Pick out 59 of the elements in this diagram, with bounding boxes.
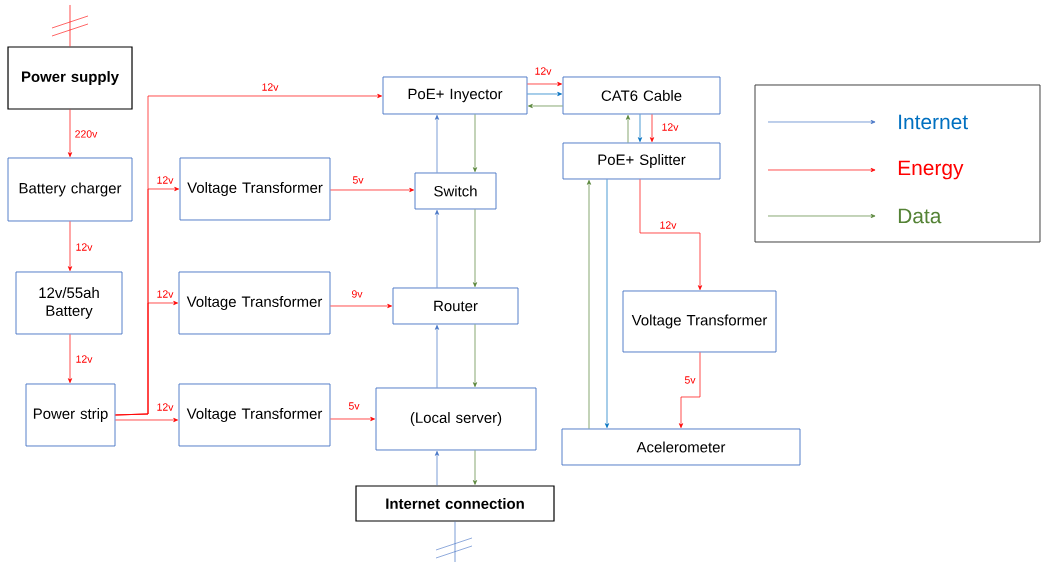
- process-box: Router: [392, 287, 519, 325]
- arrow: [639, 179, 703, 290]
- process-box: 12v/55ah Battery: [15, 271, 123, 335]
- arrow: [330, 416, 375, 422]
- arrow: [115, 93, 382, 416]
- arrow: [67, 221, 73, 271]
- edge-label: 12v: [156, 402, 174, 412]
- legend-label: Energy: [898, 160, 964, 180]
- arrow: [434, 210, 440, 288]
- edge-label: 12v: [75, 242, 93, 252]
- process-box: PoE+ Inyector: [382, 76, 528, 115]
- edge-label: 12v: [659, 220, 677, 230]
- edge-label: 220v: [74, 129, 98, 139]
- arrow: [330, 303, 392, 309]
- arrow: [527, 91, 562, 97]
- process-box: CAT6 Cable: [562, 76, 721, 115]
- edge-label: 12v: [75, 354, 93, 364]
- edge-label: 5v: [684, 375, 697, 385]
- arrow: [625, 115, 631, 143]
- process-box: Switch: [414, 172, 497, 210]
- process-box: Acelerometer: [561, 428, 801, 466]
- edge-label: 12v: [661, 122, 679, 132]
- arrow: [472, 114, 478, 172]
- arrow: [434, 115, 440, 173]
- process-box: Voltage Transformer: [178, 383, 331, 447]
- arrow: [67, 334, 73, 383]
- legend-label: Internet: [899, 114, 968, 130]
- arrow: [649, 114, 655, 142]
- arrow: [604, 179, 610, 428]
- arrow: [527, 81, 562, 87]
- arrow: [67, 109, 73, 157]
- process-box: Voltage Transformer: [178, 271, 331, 335]
- edge-label: 12v: [156, 175, 174, 185]
- arrow: [434, 451, 440, 486]
- edge-label: 12v: [534, 66, 552, 76]
- arrow: [472, 450, 478, 485]
- edge-label: 5v: [348, 401, 361, 411]
- arrow: [678, 352, 701, 428]
- process-box: Voltage Transformer: [622, 290, 777, 353]
- arrow: [472, 209, 478, 287]
- process-box: Power strip: [25, 383, 116, 447]
- process-box: Battery charger: [7, 157, 133, 222]
- legend-label: Data: [898, 208, 942, 224]
- process-box: Power supply: [7, 46, 133, 110]
- process-box: Internet connection: [355, 485, 555, 522]
- edge-label: 9v: [351, 289, 364, 299]
- arrow: [434, 325, 440, 388]
- arrow: [637, 114, 643, 142]
- process-box: Voltage Transformer: [179, 157, 331, 221]
- arrow: [115, 417, 178, 423]
- arrow: [528, 103, 563, 109]
- edge-label: 12v: [156, 289, 174, 299]
- edge-label: 5v: [352, 175, 365, 185]
- arrow: [330, 187, 414, 193]
- arrow: [472, 324, 478, 387]
- edge-label: 12v: [261, 82, 279, 92]
- process-box: (Local server): [375, 387, 537, 451]
- process-box: PoE+ Splitter: [562, 142, 721, 180]
- arrow: [586, 180, 592, 429]
